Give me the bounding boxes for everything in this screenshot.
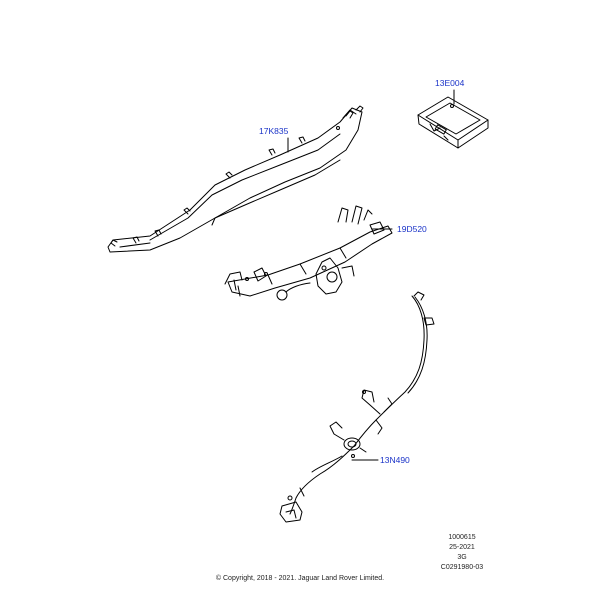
callout-13n490[interactable]: 13N490 [380, 455, 410, 465]
reference-code: 3G [457, 554, 467, 561]
reference-date: 25-2021 [449, 544, 475, 551]
callout-13e004[interactable]: 13E004 [435, 78, 465, 88]
control-module-part [417, 96, 489, 149]
wiring-harness-part [279, 291, 435, 523]
bumper-valance-part [107, 105, 364, 253]
reference-number: 1000615 [448, 534, 476, 541]
tow-bar-part [224, 205, 393, 301]
illustration-id: C0291980-03 [440, 564, 484, 571]
copyright-notice: © Copyright, 2018 - 2021. Jaguar Land Ro… [215, 575, 385, 582]
diagram-reference-block: 1000615 25-2021 3G C0291980-03 [430, 533, 494, 573]
callout-19d520[interactable]: 19D520 [397, 224, 427, 234]
callout-17k835[interactable]: 17K835 [259, 126, 289, 136]
